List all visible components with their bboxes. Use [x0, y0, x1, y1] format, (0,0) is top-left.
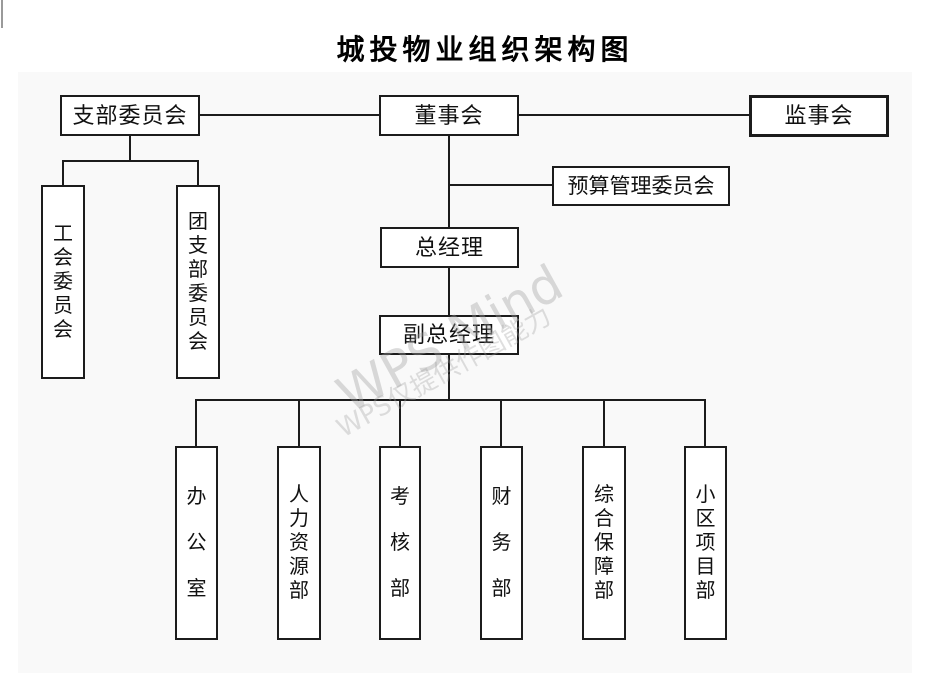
org-node-general-manager[interactable]: 总经理	[380, 227, 519, 268]
org-node-label: 考核部	[390, 486, 410, 600]
connector-budget-branch	[449, 184, 552, 186]
connector-stub-hr	[298, 399, 300, 446]
org-node-branch-committee[interactable]: 支部委员会	[60, 95, 200, 136]
org-node-label: 团支部委员会	[188, 211, 208, 353]
connector-stub-community	[704, 399, 706, 446]
org-node-label: 人力资源部	[289, 484, 309, 602]
org-node-label: 财务部	[491, 486, 512, 600]
chart-title: 城投物业组织架构图	[336, 35, 634, 66]
window-edge-artifact	[1, 0, 3, 28]
connector-deputy-down	[448, 355, 450, 401]
org-node-support-dept[interactable]: 综合保障部	[582, 446, 626, 640]
org-node-hr-dept[interactable]: 人力资源部	[277, 446, 321, 640]
org-node-supervisory[interactable]: 监事会	[749, 95, 889, 137]
org-node-union-committee[interactable]: 工会委员会	[41, 185, 85, 379]
org-node-label: 综合保障部	[594, 484, 614, 602]
org-node-label: 小区项目部	[695, 484, 716, 602]
org-node-deputy-general-manager[interactable]: 副总经理	[379, 315, 519, 355]
org-node-board[interactable]: 董事会	[379, 95, 519, 136]
connector-gm-deputy	[448, 268, 450, 315]
org-node-community-project-dept[interactable]: 小区项目部	[684, 446, 727, 640]
org-node-label: 工会委员会	[53, 223, 73, 341]
connector-departments-bus	[196, 399, 706, 401]
connector-stub-assessment	[399, 399, 401, 446]
connector-branch-bus	[62, 160, 199, 162]
connector-branch-down	[129, 136, 131, 162]
connector-stub-union	[62, 160, 64, 185]
org-node-budget-committee[interactable]: 预算管理委员会	[552, 166, 730, 206]
connector-stub-support	[603, 399, 605, 446]
connector-stub-finance	[500, 399, 502, 446]
org-node-label: 办公室	[186, 486, 207, 600]
org-node-office[interactable]: 办公室	[175, 446, 218, 640]
org-node-youth-league-committee[interactable]: 团支部委员会	[176, 185, 220, 379]
connector-board-supervisory	[519, 114, 749, 116]
connector-stub-office	[195, 399, 197, 446]
connector-board-gm	[448, 136, 450, 228]
diagram-canvas	[18, 72, 912, 673]
connector-stub-youth-league	[197, 160, 199, 185]
org-node-finance-dept[interactable]: 财务部	[480, 446, 523, 640]
connector-branch-board	[200, 114, 379, 116]
org-node-assessment-dept[interactable]: 考核部	[379, 446, 421, 640]
